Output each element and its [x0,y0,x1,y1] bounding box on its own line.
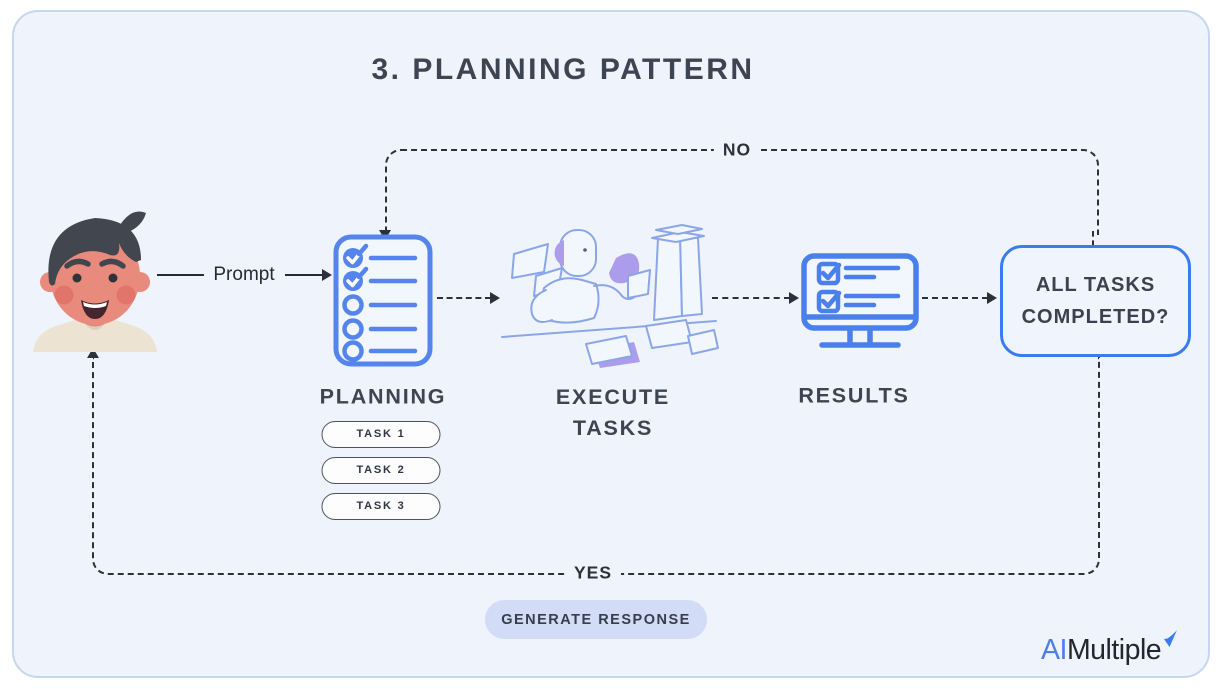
no-connector [385,149,1099,235]
no-connector-extension [1092,231,1094,246]
arrow-planning-execute-head-icon [490,292,500,304]
logo-check-icon [1164,630,1178,647]
logo-name: Multiple [1066,634,1162,666]
prompt-line-right [285,274,323,276]
decision-line1: ALL TASKS [1035,274,1156,296]
prompt-line-left [157,274,204,276]
no-label: NO [713,139,761,161]
task-pill-3: TASK 3 [321,493,441,520]
generate-response-pill: GENERATE RESPONSE [485,600,707,639]
prompt-label: Prompt [210,264,278,286]
results-label: RESULTS [798,383,910,408]
page-title: 3. PLANNING PATTERN [371,53,755,86]
task-pill-1: TASK 1 [321,421,441,448]
monitor-results-icon [801,253,919,348]
prompt-arrowhead-icon [322,269,332,281]
arrow-execute-results-head-icon [789,292,799,304]
arrow-results-decision [922,297,988,299]
execute-label-line2: TASKS [572,416,654,440]
arrow-planning-execute [437,297,491,299]
yes-label: YES [564,562,622,584]
user-illustration [33,211,157,352]
checklist-icon [333,234,433,367]
task-pill-2: TASK 2 [321,457,441,484]
arrow-execute-results [712,297,790,299]
arrow-results-decision-head-icon [987,292,997,304]
decision-line2: COMPLETED? [1021,306,1170,328]
decision-box: ALL TASKS COMPLETED? [1000,245,1191,357]
yes-arrowhead-icon [87,348,99,358]
planning-label: PLANNING [319,384,447,409]
robot-working-illustration [501,224,719,368]
logo-prefix: AI [1041,634,1067,666]
execute-tasks-label: EXECUTE TASKS [556,382,670,444]
execute-label-line1: EXECUTE [555,385,671,409]
